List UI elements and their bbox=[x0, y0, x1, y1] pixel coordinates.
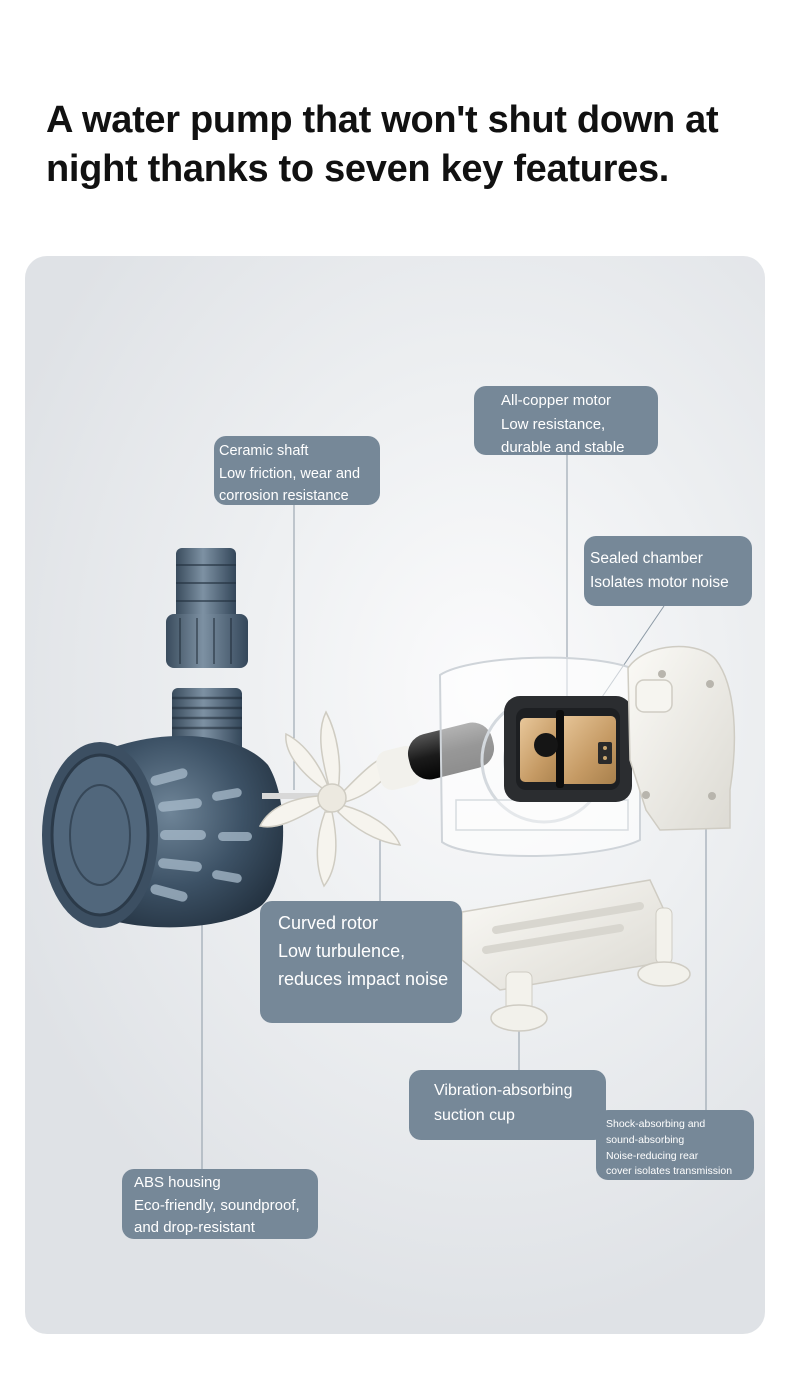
rear-cover bbox=[627, 645, 736, 831]
callout-curved-rotor: Curved rotor Low turbulence, reduces imp… bbox=[260, 901, 462, 1023]
callout-title: Ceramic shaft bbox=[219, 443, 309, 459]
headline-line-1: A water pump that won't shut down at bbox=[46, 99, 719, 141]
callout-text: sound-absorbing bbox=[606, 1133, 685, 1146]
base-tray bbox=[461, 879, 691, 1032]
callout-title: Sealed chamber bbox=[590, 550, 703, 567]
headline-line-2: night thanks to seven key features. bbox=[46, 148, 670, 190]
callout-text: Isolates motor noise bbox=[590, 574, 729, 591]
callout-title: Vibration-absorbing bbox=[434, 1082, 573, 1099]
callout-abs-housing: ABS housing Eco-friendly, soundproof, an… bbox=[122, 1169, 318, 1239]
callout-copper-motor: All-copper motor Low resistance, durable… bbox=[474, 386, 658, 456]
callout-text: Low resistance, bbox=[501, 415, 606, 433]
callout-text: suction cup bbox=[434, 1107, 515, 1124]
callout-text: Shock-absorbing and bbox=[606, 1118, 706, 1130]
callout-ceramic-shaft: Ceramic shaft Low friction, wear and cor… bbox=[214, 436, 380, 505]
curved-rotor bbox=[258, 710, 402, 888]
callout-text: Noise-reducing rear bbox=[606, 1149, 699, 1162]
callout-text: durable and stable bbox=[501, 439, 625, 456]
callout-title: ABS housing bbox=[134, 1174, 221, 1191]
copper-motor bbox=[520, 710, 616, 788]
headline: A water pump that won't shut down at nig… bbox=[46, 96, 766, 194]
callout-text: Low turbulence, bbox=[278, 941, 406, 961]
callout-text: cover isolates transmission bbox=[606, 1165, 733, 1178]
callout-text: Low friction, wear and bbox=[219, 465, 361, 482]
callout-title: All-copper motor bbox=[501, 392, 612, 409]
callout-sealed-chamber: Sealed chamber Isolates motor noise bbox=[584, 536, 752, 606]
callout-title: Curved rotor bbox=[278, 913, 379, 933]
callout-rear-cover: Shock-absorbing and sound-absorbing Nois… bbox=[596, 1110, 754, 1180]
abs-housing bbox=[42, 735, 284, 928]
callout-text: reduces impact noise bbox=[278, 969, 449, 989]
callout-text: corrosion resistance bbox=[219, 488, 349, 504]
ceramic-shaft bbox=[262, 793, 332, 799]
callout-text: Eco-friendly, soundproof, bbox=[134, 1196, 300, 1214]
outlet-connector bbox=[166, 548, 248, 668]
callout-suction-cup: Vibration-absorbing suction cup bbox=[409, 1070, 606, 1140]
callout-text: and drop-resistant bbox=[134, 1219, 255, 1236]
